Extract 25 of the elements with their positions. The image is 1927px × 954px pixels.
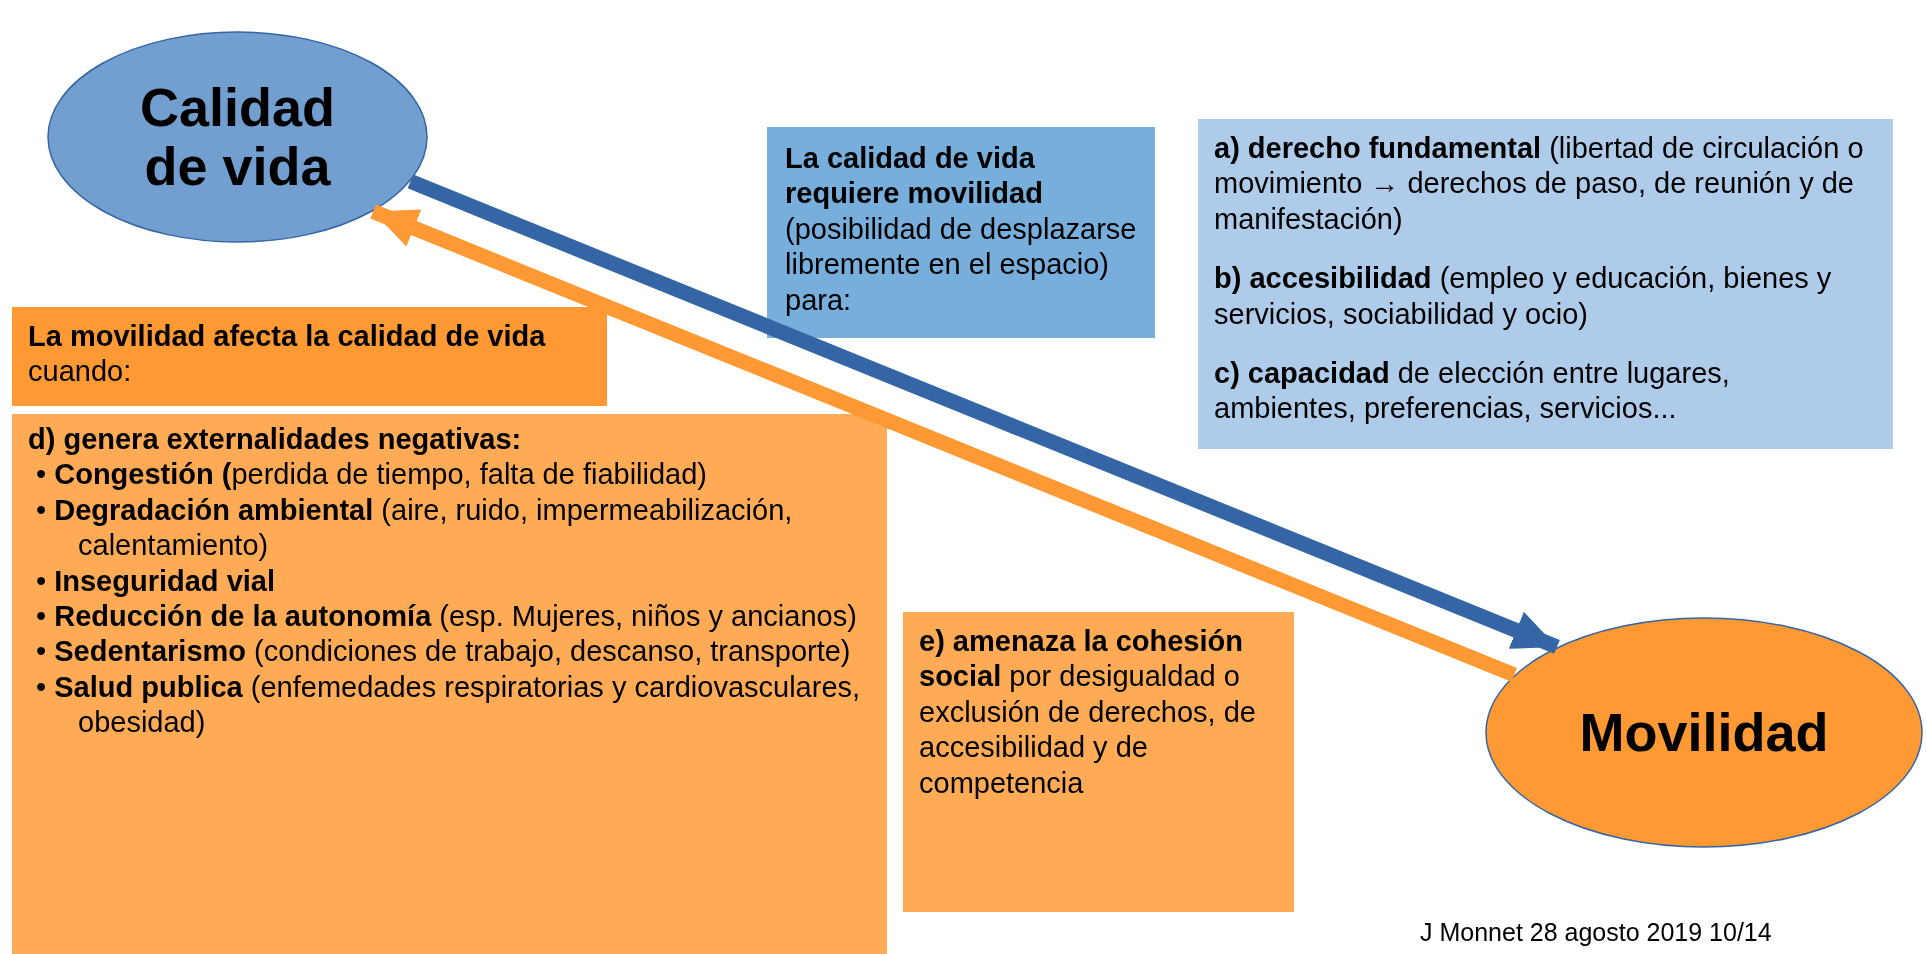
bullet-item: • Sedentarismo (condiciones de trabajo, descanso, transporte) xyxy=(35,634,852,670)
box-text: a) derecho fundamental (libertad de circulación o movimiento → derechos de paso, de reunión y de manifestación) xyxy=(1214,131,1865,237)
box-text: La movilidad afecta la calidad de vida cuando: xyxy=(28,319,547,390)
text-box xyxy=(1198,119,1893,449)
box-text: b) accesibilidad (empleo y educación, bienes y servicios, sociabilidad y ocio) xyxy=(1214,261,1833,332)
box-text: La calidad de vida requiere movilidad (posibilidad de desplazarse libremente en el espacio) para: xyxy=(785,141,1138,318)
arrow xyxy=(407,174,1560,654)
list-heading: d) genera externalidades negativas: xyxy=(28,422,523,457)
text-box xyxy=(12,307,607,406)
text-box xyxy=(767,127,1155,338)
bullet-item: • Degradación ambiental (aire, ruido, impermeabilización, calentamiento) xyxy=(35,492,794,564)
footer-note: J Monnet 28 agosto 2019 10/14 xyxy=(1420,918,1772,947)
box-text: c) capacidad de elección entre lugares, ambientes, preferencias, servicios... xyxy=(1214,355,1731,427)
bullet-item: • Salud publica (enfemedades respiratorias y cardiovasculares, obesidad) xyxy=(35,669,862,740)
node-label: Calidad de vida xyxy=(138,77,336,197)
text-box xyxy=(903,612,1294,912)
text-box xyxy=(12,414,887,954)
bullet-item: • Inseguridad vial xyxy=(35,563,276,599)
bullet-item: • Reducción de la autonomía (esp. Mujeres, niños y ancianos) xyxy=(35,598,858,634)
node-label: Movilidad xyxy=(1579,702,1829,763)
bullet-item: • Congestión (perdida de tiempo, falta de fiabilidad) xyxy=(35,457,708,493)
ellipse-node xyxy=(47,31,428,243)
box-text: e) amenaza la cohesión social por desigualdad o exclusión de derechos, de accesibilidad y de competencia xyxy=(919,624,1257,801)
ellipse-node xyxy=(1485,617,1923,848)
arrow xyxy=(370,204,1518,682)
